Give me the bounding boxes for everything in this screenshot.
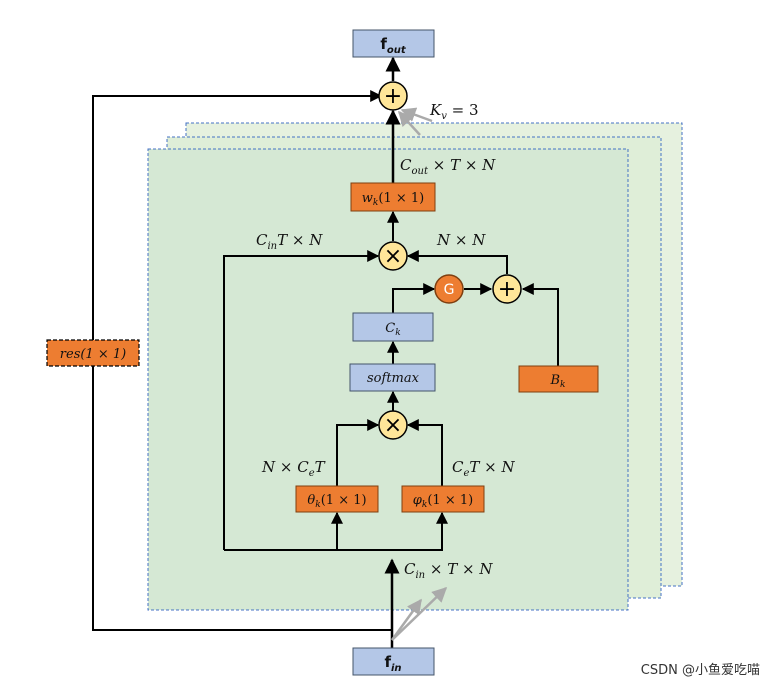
- svg-text:wk(1 × 1): wk(1 × 1): [362, 191, 424, 208]
- f-in-main: f: [384, 653, 391, 671]
- phi-node: φk(1 × 1): [401, 485, 485, 513]
- res-label: res(1 × 1): [60, 347, 126, 362]
- kv-label: Kv = 3: [429, 101, 479, 122]
- theta-sub: k: [315, 500, 320, 510]
- theta-node: θk(1 × 1): [295, 485, 379, 513]
- theta-main: θ: [307, 493, 315, 508]
- bk-to-plus: [521, 283, 559, 366]
- phi-main: φ: [413, 493, 423, 508]
- left-branch: [223, 250, 380, 550]
- f-out-sub: out: [387, 45, 407, 56]
- mul-node-top: ×: [378, 241, 408, 271]
- f-in-sub: in: [391, 663, 402, 674]
- g-label: G: [444, 282, 455, 298]
- softmax-node: softmax: [349, 363, 436, 392]
- svg-text:fin: fin: [384, 653, 401, 674]
- n-n-label: N × N: [436, 231, 486, 249]
- svg-text:Bk: Bk: [549, 373, 565, 390]
- phi-rest: (1 × 1): [427, 493, 473, 508]
- wk-rest: (1 × 1): [378, 191, 424, 206]
- times-symbol: ×: [384, 413, 402, 438]
- plus-to-mul: [406, 250, 508, 274]
- f-in-node: fin: [352, 647, 435, 676]
- f-out-main: f: [380, 35, 387, 53]
- plus-node-right: +: [492, 274, 522, 304]
- ck-to-g: [392, 283, 436, 313]
- plus-symbol: +: [384, 84, 402, 109]
- cin-t-n-bottom-label: Cin × T × N: [404, 560, 493, 581]
- top-plus-node: +: [378, 81, 408, 111]
- res-node: res(1 × 1): [46, 339, 140, 367]
- theta-rest: (1 × 1): [321, 493, 367, 508]
- watermark: CSDN @小鱼爱吃喵: [641, 662, 760, 678]
- phi-to-mul: [406, 419, 443, 486]
- f-out-node: fout: [352, 29, 435, 58]
- ghost-arrows: [390, 107, 448, 641]
- softmax-label: softmax: [367, 371, 420, 386]
- bk-sub: k: [560, 380, 565, 390]
- wk-sub: k: [373, 198, 378, 208]
- ck-node: Ck: [352, 312, 434, 342]
- cout-tn-label: Cout × T × N: [400, 156, 496, 177]
- svg-text:θk(1 × 1): θk(1 × 1): [307, 493, 366, 510]
- times-symbol: ×: [384, 244, 402, 269]
- bk-node: Bk: [518, 365, 599, 393]
- phi-sub: k: [422, 500, 427, 510]
- bk-main: B: [549, 373, 560, 388]
- svg-text:Ck: Ck: [385, 321, 400, 338]
- plus-symbol: +: [498, 277, 516, 302]
- ck-sub: k: [395, 328, 400, 338]
- mul-node-bottom: ×: [378, 410, 408, 440]
- ck-main: C: [385, 321, 395, 336]
- svg-text:fout: fout: [380, 35, 407, 56]
- wk-main: w: [362, 191, 373, 206]
- wk-node: wk(1 × 1): [350, 182, 436, 212]
- to-phi: [392, 511, 448, 551]
- n-ce-t-label: N × CeT: [261, 458, 326, 479]
- ce-t-n-label: CeT × N: [452, 458, 516, 479]
- g-node: G: [434, 274, 464, 304]
- cin-tn-top-label: CinT × N: [256, 231, 323, 252]
- svg-text:φk(1 × 1): φk(1 × 1): [413, 493, 473, 510]
- theta-to-mul: [336, 419, 380, 486]
